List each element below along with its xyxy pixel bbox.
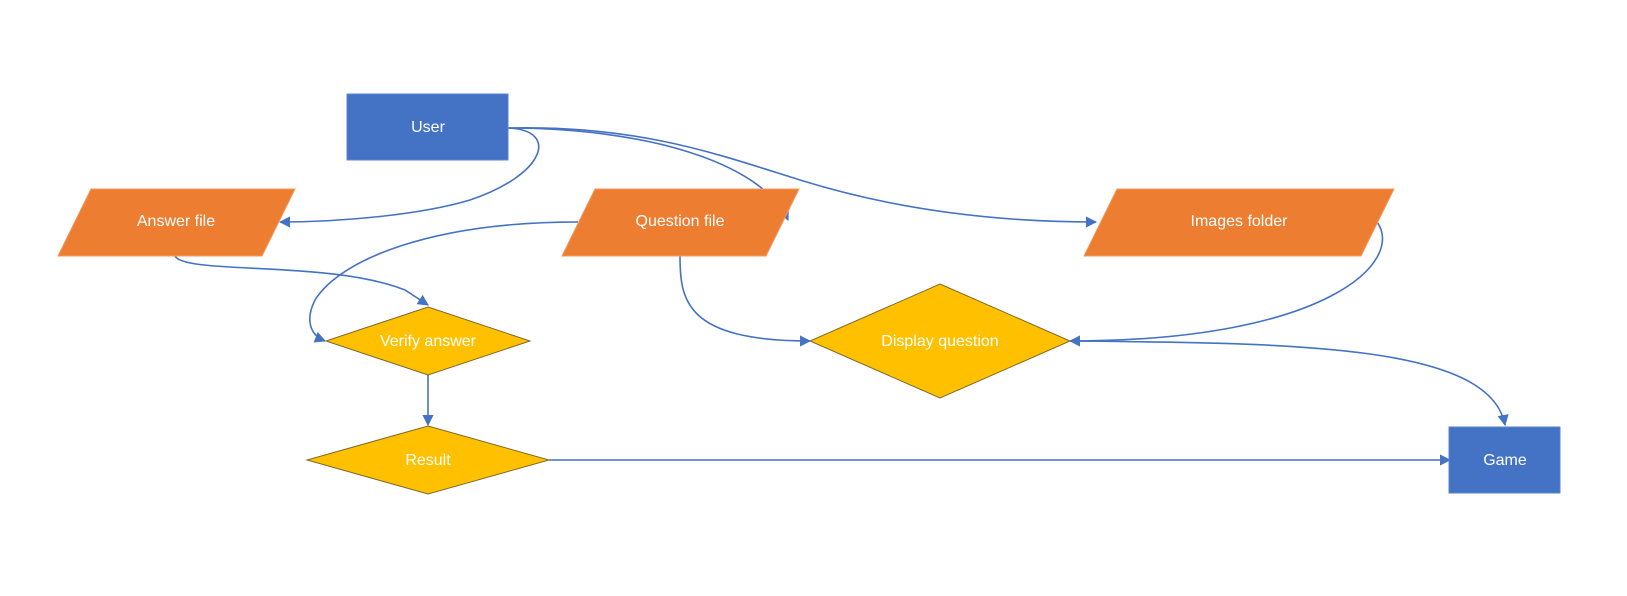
edge-question-file-to-verify-answer [309,221,579,343]
edge-question-file-to-display-question [679,255,812,347]
node-result: Result [305,425,551,495]
node-answer-file-label: Answer file [137,213,215,230]
edge-user-to-answer-file [278,127,540,228]
node-images-folder: Images folder [1083,188,1395,257]
node-game: Game [1448,426,1561,494]
node-user-label: User [411,119,445,136]
edge-display-question-to-game [1069,340,1509,427]
node-display-question: Display question [808,283,1072,399]
node-answer-file: Answer file [57,188,296,257]
node-display-question-label: Display question [881,333,998,350]
node-result-label: Result [405,452,451,469]
edge-answer-file-to-verify-answer [174,255,429,306]
node-game-label: Game [1483,452,1527,469]
node-images-folder-label: Images folder [1191,213,1289,230]
node-verify-answer-label: Verify answer [380,333,477,350]
edge-user-to-images-folder [507,126,1098,228]
node-verify-answer: Verify answer [324,306,532,376]
edge-images-folder-to-display-question [1068,221,1384,347]
node-question-file: Question file [561,188,800,257]
node-user: User [346,93,509,161]
node-question-file-label: Question file [636,213,725,230]
edges [174,126,1509,466]
